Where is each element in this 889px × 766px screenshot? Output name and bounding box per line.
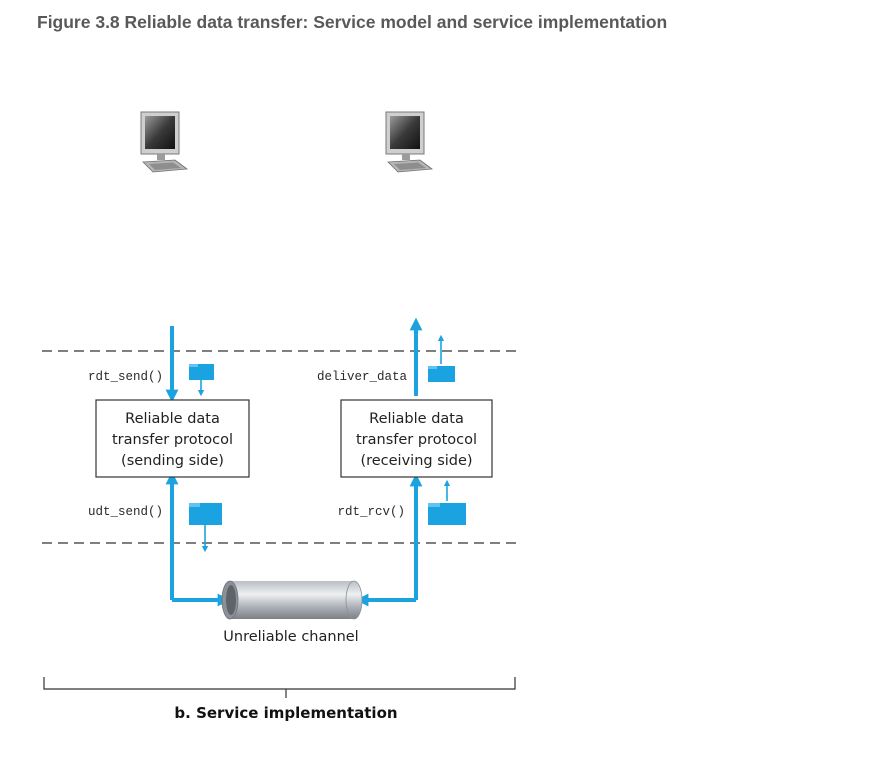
deliver-data-label: deliver_data [317, 370, 408, 384]
sender-box-line-1: Reliable data [125, 411, 220, 427]
figure-caption: b. Service implementation [174, 704, 397, 722]
packet-icon-rdt-rcv [428, 479, 466, 525]
sender-box-line-3: (sending side) [121, 453, 224, 469]
packet-icon-udt-send [189, 503, 222, 553]
caption-bracket [43, 677, 516, 698]
sender-box-line-2: transfer protocol [112, 432, 233, 448]
receiver-box-line-3: (receiving side) [360, 453, 472, 469]
packet-icon-deliver-data [428, 334, 455, 382]
unreliable-channel-label: Unreliable channel [223, 629, 358, 645]
rdt-send-label: rdt_send() [88, 370, 163, 384]
rdt-rcv-label: rdt_rcv() [337, 505, 405, 519]
receiver-box-line-1: Reliable data [369, 411, 464, 427]
receiver-computer-icon [385, 111, 434, 173]
figure-title: Figure 3.8 Reliable data transfer: Servi… [37, 12, 668, 32]
unreliable-channel-pipe [221, 580, 363, 620]
udt-send-label: udt_send() [88, 505, 163, 519]
receiver-box-line-2: transfer protocol [356, 432, 477, 448]
sender-computer-icon [140, 111, 189, 173]
receiver-protocol-box [340, 399, 493, 478]
packet-icon-rdt-send [189, 364, 214, 397]
sender-protocol-box [95, 399, 250, 478]
